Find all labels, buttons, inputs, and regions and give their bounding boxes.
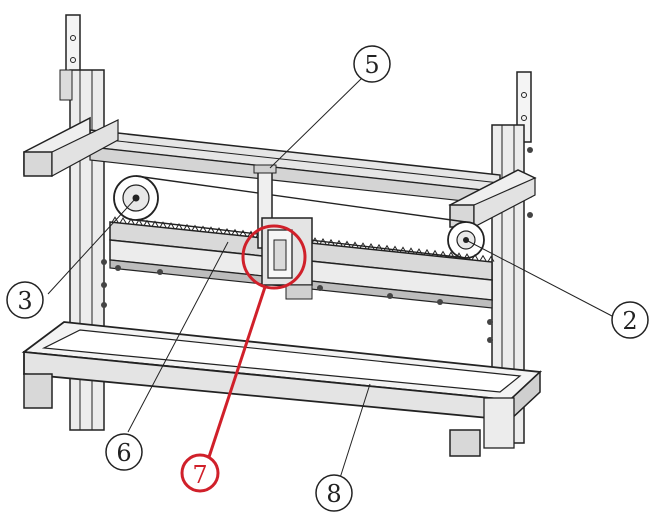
- left-top-block: [23, 116, 119, 178]
- svg-text:5: 5: [364, 51, 379, 79]
- callout-6: 6: [105, 433, 143, 471]
- left-mount-screws: [101, 259, 493, 343]
- carriage: [253, 164, 313, 300]
- svg-text:7: 7: [192, 461, 207, 489]
- svg-text:3: 3: [17, 287, 32, 315]
- callout-2: 2: [611, 301, 649, 339]
- callout-8: 8: [315, 474, 353, 512]
- callout-3: 3: [6, 281, 44, 319]
- callout-7: 7: [180, 453, 220, 493]
- callout-5: 5: [353, 45, 391, 83]
- highlight-marker: [207, 224, 307, 458]
- svg-text:8: 8: [326, 480, 341, 508]
- tray: [21, 321, 543, 457]
- svg-text:6: 6: [116, 439, 131, 467]
- right-top-block: [448, 169, 537, 228]
- leader-lines: [47, 77, 613, 479]
- svg-text:2: 2: [622, 307, 637, 335]
